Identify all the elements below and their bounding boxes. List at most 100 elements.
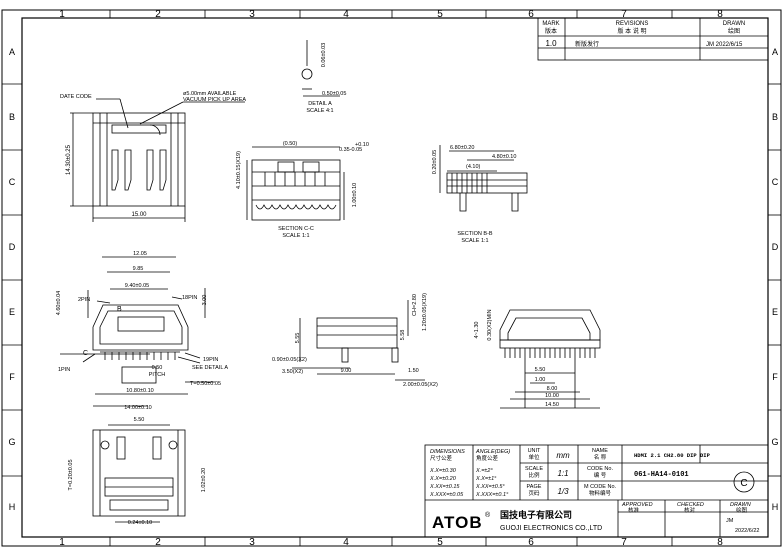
col-label: 3 bbox=[249, 537, 255, 548]
label-vacuum: ø5.00mm AVAILABLE bbox=[183, 91, 237, 97]
dim-350: 3.50(X2) bbox=[282, 369, 303, 375]
tb-scale-value: 1:1 bbox=[557, 469, 568, 478]
tb-tol-2: X.X=±0.20 bbox=[429, 476, 457, 482]
tb-drawn-name: JM bbox=[726, 518, 734, 524]
company-en: GUOJI ELECTRONICS CO.,LTD bbox=[500, 525, 602, 532]
dim-030: 0.30(X2)MIN bbox=[487, 309, 493, 340]
row-label: E bbox=[9, 307, 15, 317]
dim-024: 0.24±0.10 bbox=[128, 520, 152, 526]
tb-angle-label: ANGLE(DEG) bbox=[475, 449, 510, 455]
tb-tol-3: X.XX=±0.15 bbox=[429, 484, 460, 490]
tb-unit-value: mm bbox=[556, 451, 570, 460]
side-view bbox=[292, 300, 425, 381]
dim-1400: 14.00±0.10 bbox=[124, 405, 152, 411]
col-label: 4 bbox=[343, 9, 349, 20]
label-b-mark: B bbox=[117, 306, 122, 313]
tb-ang-1: X.=±2° bbox=[475, 468, 493, 474]
dim-1080: 10.80±0.10 bbox=[126, 388, 154, 394]
company-logo: ATOB bbox=[432, 513, 483, 532]
dim-680: 6.80±0.20 bbox=[450, 145, 474, 151]
rear-view bbox=[499, 309, 601, 409]
dim-550c: 5.50 bbox=[134, 417, 145, 423]
col-label: 5 bbox=[437, 537, 443, 548]
label-pin2: 2PIN bbox=[78, 297, 90, 303]
label-see-detail: SEE DETAIL A bbox=[192, 365, 228, 371]
tb-tol-4: X.XXX=±0.05 bbox=[429, 492, 464, 498]
tb-ang-3: X.XX=±0.5° bbox=[475, 484, 505, 490]
dim-050a: 0.50±0.05 bbox=[322, 91, 346, 97]
rev-drawn-label: DRAWN bbox=[723, 21, 745, 27]
label-section-bb: SECTION B-B bbox=[457, 231, 492, 237]
tb-scale-cn: 比例 bbox=[528, 471, 540, 479]
dim-1430: 14.30±0.25 bbox=[66, 144, 72, 175]
tb-dimensions-label: DIMENSIONS bbox=[430, 449, 465, 455]
row-label: H bbox=[772, 502, 779, 512]
tb-unit-cn: 单位 bbox=[528, 453, 540, 461]
tb-checked-label: CHECKED bbox=[677, 502, 704, 508]
rev-mark-label: MARK bbox=[542, 21, 559, 27]
dim-200: 2.00±0.05(X2) bbox=[403, 382, 438, 388]
tb-ang-2: X.X=±1° bbox=[475, 476, 497, 482]
col-label: 3 bbox=[249, 9, 255, 20]
dim-050p: (0.50) bbox=[283, 141, 298, 147]
col-label: 7 bbox=[621, 9, 627, 20]
rev-drawn-cn: 绘图 bbox=[728, 27, 740, 35]
dim-460: 4.60±0.04 bbox=[56, 291, 62, 315]
label-pin1: 1PIN bbox=[58, 367, 70, 373]
dim-410p: (4.10) bbox=[466, 164, 481, 170]
rev-desc-cn: 版 本 说 明 bbox=[617, 27, 646, 35]
dim-102: 1.02±0.20 bbox=[201, 468, 207, 492]
tb-mcode-label: M CODE No. bbox=[584, 484, 617, 490]
dim-720: T=0.20±0.05 bbox=[68, 460, 74, 491]
detail-a bbox=[301, 40, 340, 97]
row-label: A bbox=[9, 47, 15, 57]
row-label: D bbox=[9, 242, 16, 252]
row-label: G bbox=[771, 437, 778, 447]
dim-940: 9.40±0.05 bbox=[125, 283, 149, 289]
dim-900: 9.00 bbox=[341, 368, 352, 374]
col-label: 6 bbox=[528, 537, 534, 548]
row-label: H bbox=[9, 502, 16, 512]
bottom-view bbox=[92, 424, 186, 523]
dim-100: 1.00±0.10 bbox=[352, 183, 358, 207]
tb-page-cn: 页码 bbox=[528, 489, 540, 497]
section-bb bbox=[439, 145, 528, 212]
dim-035: 0.35-0.05 bbox=[339, 147, 362, 153]
row-label: D bbox=[772, 242, 779, 252]
label-scale-41: SCALE 4:1 bbox=[306, 108, 333, 114]
col-label: 8 bbox=[717, 9, 723, 20]
label-pin19: 19PIN bbox=[203, 357, 218, 363]
row-label: C bbox=[9, 177, 16, 187]
col-label: 7 bbox=[621, 537, 627, 548]
column-ticks bbox=[109, 10, 673, 546]
col-label: 2 bbox=[155, 537, 161, 548]
dim-1205: 12.05 bbox=[133, 251, 147, 257]
col-label: 6 bbox=[528, 9, 534, 20]
tb-mcode-cn: 物料编号 bbox=[589, 489, 612, 497]
row-label: F bbox=[772, 372, 778, 382]
section-cc bbox=[246, 146, 345, 221]
dim-1000: 10.00 bbox=[545, 393, 559, 399]
tb-approved-label: APPROVED bbox=[621, 502, 653, 508]
col-label: 2 bbox=[155, 9, 161, 20]
row-label: G bbox=[8, 437, 15, 447]
dim-ch: CH=2.80 bbox=[412, 294, 418, 316]
col-label: 1 bbox=[59, 9, 65, 20]
label-c-mark: C bbox=[83, 350, 88, 357]
dim-555: 5.55 bbox=[295, 333, 301, 344]
tb-code-label: CODE No. bbox=[587, 466, 613, 472]
tb-checked-cn: 核对 bbox=[684, 506, 696, 514]
rev-row-desc: 新版发行 bbox=[575, 40, 599, 48]
tb-page-label: PAGE bbox=[527, 484, 542, 490]
label-date-code: DATE CODE bbox=[60, 94, 92, 100]
dim-410: 4.10±0.15(X19) bbox=[236, 151, 242, 189]
row-label: F bbox=[9, 372, 15, 382]
label-scale-11b: SCALE 1:1 bbox=[461, 238, 488, 244]
tb-ang-4: X.XXX=±0.1° bbox=[475, 492, 509, 498]
dim-p010: +0.10 bbox=[355, 142, 369, 148]
rev-desc-label: REVISIONS bbox=[616, 21, 649, 27]
dim-050b: 0.50 bbox=[152, 365, 163, 371]
col-label: 8 bbox=[717, 537, 723, 548]
dim-15: 15.00 bbox=[131, 212, 147, 218]
